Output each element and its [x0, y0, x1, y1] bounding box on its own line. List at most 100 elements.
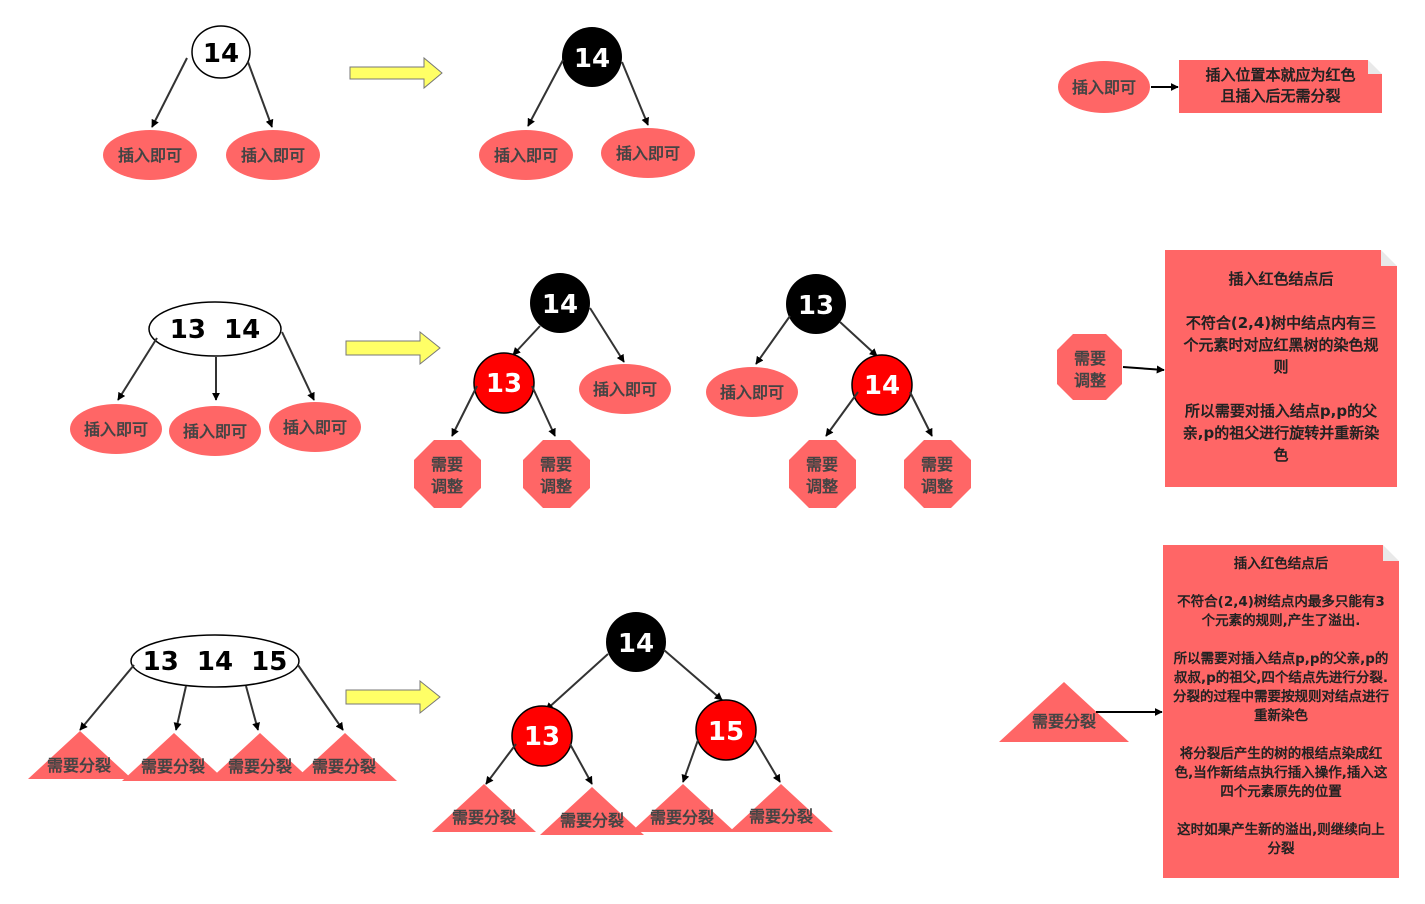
transform-arrow [345, 679, 441, 715]
need-adjust-octagon [414, 440, 481, 508]
btree-node-13-14-15 [130, 634, 300, 688]
row1-btree: 14 插入即可 插入即可 [103, 25, 320, 180]
edge [247, 61, 274, 128]
need-adjust-octagon [523, 440, 590, 508]
legend-insert-ok-note: 插入位置本就应为红色 且插入后无需分裂 [1179, 60, 1382, 113]
need-split-label: 需要分裂 [452, 808, 516, 827]
row2-btree: 13 14 插入即可 插入即可 插入即可 [70, 301, 361, 456]
insert-ok-label: 插入即可 [720, 383, 784, 402]
rb-node-red-13 [473, 352, 535, 414]
need-split-triangle [208, 733, 312, 781]
rb-node-black-14 [530, 273, 590, 333]
transform-arrow [349, 56, 443, 90]
edge [451, 385, 478, 437]
btree-node-14-text: 14 [203, 39, 239, 69]
insert-ok-ellipse [706, 367, 798, 417]
insert-ok-ellipse [579, 364, 671, 414]
rb-node-red-13-text: 13 [524, 722, 560, 752]
rb-node-red-15-text: 15 [708, 717, 744, 747]
need-split-triangle [432, 784, 536, 832]
row2-rbtree-a: 14 13 插入即可 需要调整 需要调整 [414, 273, 671, 508]
insert-ok-ellipse [601, 128, 695, 178]
need-split-label: 需要分裂 [47, 756, 111, 775]
rb-node-red-14 [851, 354, 913, 416]
need-split-label: 需要分裂 [560, 811, 624, 830]
edge [512, 325, 541, 356]
need-split-triangle [729, 784, 833, 832]
edge [839, 321, 878, 357]
rb-node-black-13 [786, 274, 846, 334]
edge [589, 307, 625, 363]
btree-node-13-14-text: 13 14 [170, 315, 260, 345]
edge [755, 315, 791, 365]
edge [297, 664, 344, 731]
need-split-label: 需要分裂 [749, 807, 813, 826]
need-split-label: 需要分裂 [312, 757, 376, 776]
need-adjust-label: 需要调整 [431, 455, 463, 496]
need-adjust-label: 需要调整 [540, 455, 572, 496]
rb-node-black-14-text: 14 [618, 629, 654, 659]
rb-node-red-14-text: 14 [864, 371, 900, 401]
rb-node-black-14-text: 14 [574, 44, 610, 74]
edge [545, 653, 609, 711]
edge [245, 685, 260, 731]
legend-insert-ok: 插入即可 [1058, 61, 1179, 113]
need-split-triangle [122, 733, 226, 781]
insert-ok-label: 插入即可 [84, 420, 148, 439]
rb-node-black-14 [606, 612, 666, 672]
insert-ok-ellipse [169, 406, 261, 456]
row1-rbtree: 14 插入即可 插入即可 [479, 27, 695, 180]
insert-ok-label: 插入即可 [494, 146, 558, 165]
edge [569, 743, 593, 785]
edge [117, 337, 158, 401]
need-adjust-octagon [789, 440, 856, 508]
legend-adjust-label: 需要调整 [1074, 349, 1106, 390]
insert-ok-label: 插入即可 [118, 146, 182, 165]
insert-ok-ellipse [70, 404, 162, 454]
legend-adjust-note: 插入红色结点后 不符合(2,4)树中结点内有三个元素时对应红黑树的染色规则 所以… [1165, 250, 1397, 487]
btree-node-13-14-15-text: 13 14 15 [143, 647, 288, 677]
insert-ok-ellipse [269, 402, 361, 452]
insert-ok-label: 插入即可 [616, 144, 680, 163]
legend-split-note: 插入红色结点后 不符合(2,4)树结点内最多只能有3个元素的规则,产生了溢出. … [1163, 545, 1399, 878]
need-adjust-octagon [904, 440, 971, 508]
edge [281, 331, 315, 401]
rb-node-black-14-text: 14 [542, 290, 578, 320]
row2-rbtree-b: 13 插入即可 14 需要调整 需要调整 [706, 274, 971, 508]
insert-ok-ellipse [103, 130, 197, 180]
edge [753, 737, 781, 783]
need-split-label: 需要分裂 [141, 757, 205, 776]
edge [681, 739, 699, 783]
rb-node-red-15 [695, 699, 757, 761]
legend-split: 需要分裂 [999, 682, 1163, 742]
need-adjust-label: 需要调整 [806, 455, 838, 496]
edge [531, 385, 556, 437]
insert-ok-ellipse [479, 130, 573, 180]
legend-split-triangle [999, 682, 1129, 742]
legend-split-label: 需要分裂 [1032, 712, 1096, 731]
need-split-triangle [540, 787, 644, 835]
edge [909, 391, 933, 437]
rb-node-black-13-text: 13 [798, 291, 834, 321]
legend-insert-ok-label: 插入即可 [1072, 78, 1136, 97]
rb-node-black-14 [562, 27, 622, 87]
need-split-triangle [631, 784, 735, 832]
insert-ok-ellipse [226, 130, 320, 180]
row3-rbtree: 14 13 15 需要分裂 需要分裂 需要分裂 需要分裂 [432, 612, 833, 835]
insert-ok-label: 插入即可 [593, 380, 657, 399]
legend-adjust-octagon [1057, 334, 1122, 400]
btree-node-14 [191, 25, 251, 79]
edge [173, 685, 187, 731]
edge [527, 59, 564, 127]
need-split-triangle [293, 733, 397, 781]
rb-node-red-13-text: 13 [486, 369, 522, 399]
need-split-label: 需要分裂 [650, 808, 714, 827]
need-adjust-label: 需要调整 [921, 455, 953, 496]
edge [485, 743, 517, 785]
legend-insert-ok-ellipse [1058, 61, 1150, 113]
legend-adjust: 需要调整 [1057, 334, 1165, 400]
insert-ok-label: 插入即可 [283, 418, 347, 437]
edge [621, 61, 649, 126]
insert-ok-label: 插入即可 [241, 146, 305, 165]
edge [151, 57, 188, 128]
